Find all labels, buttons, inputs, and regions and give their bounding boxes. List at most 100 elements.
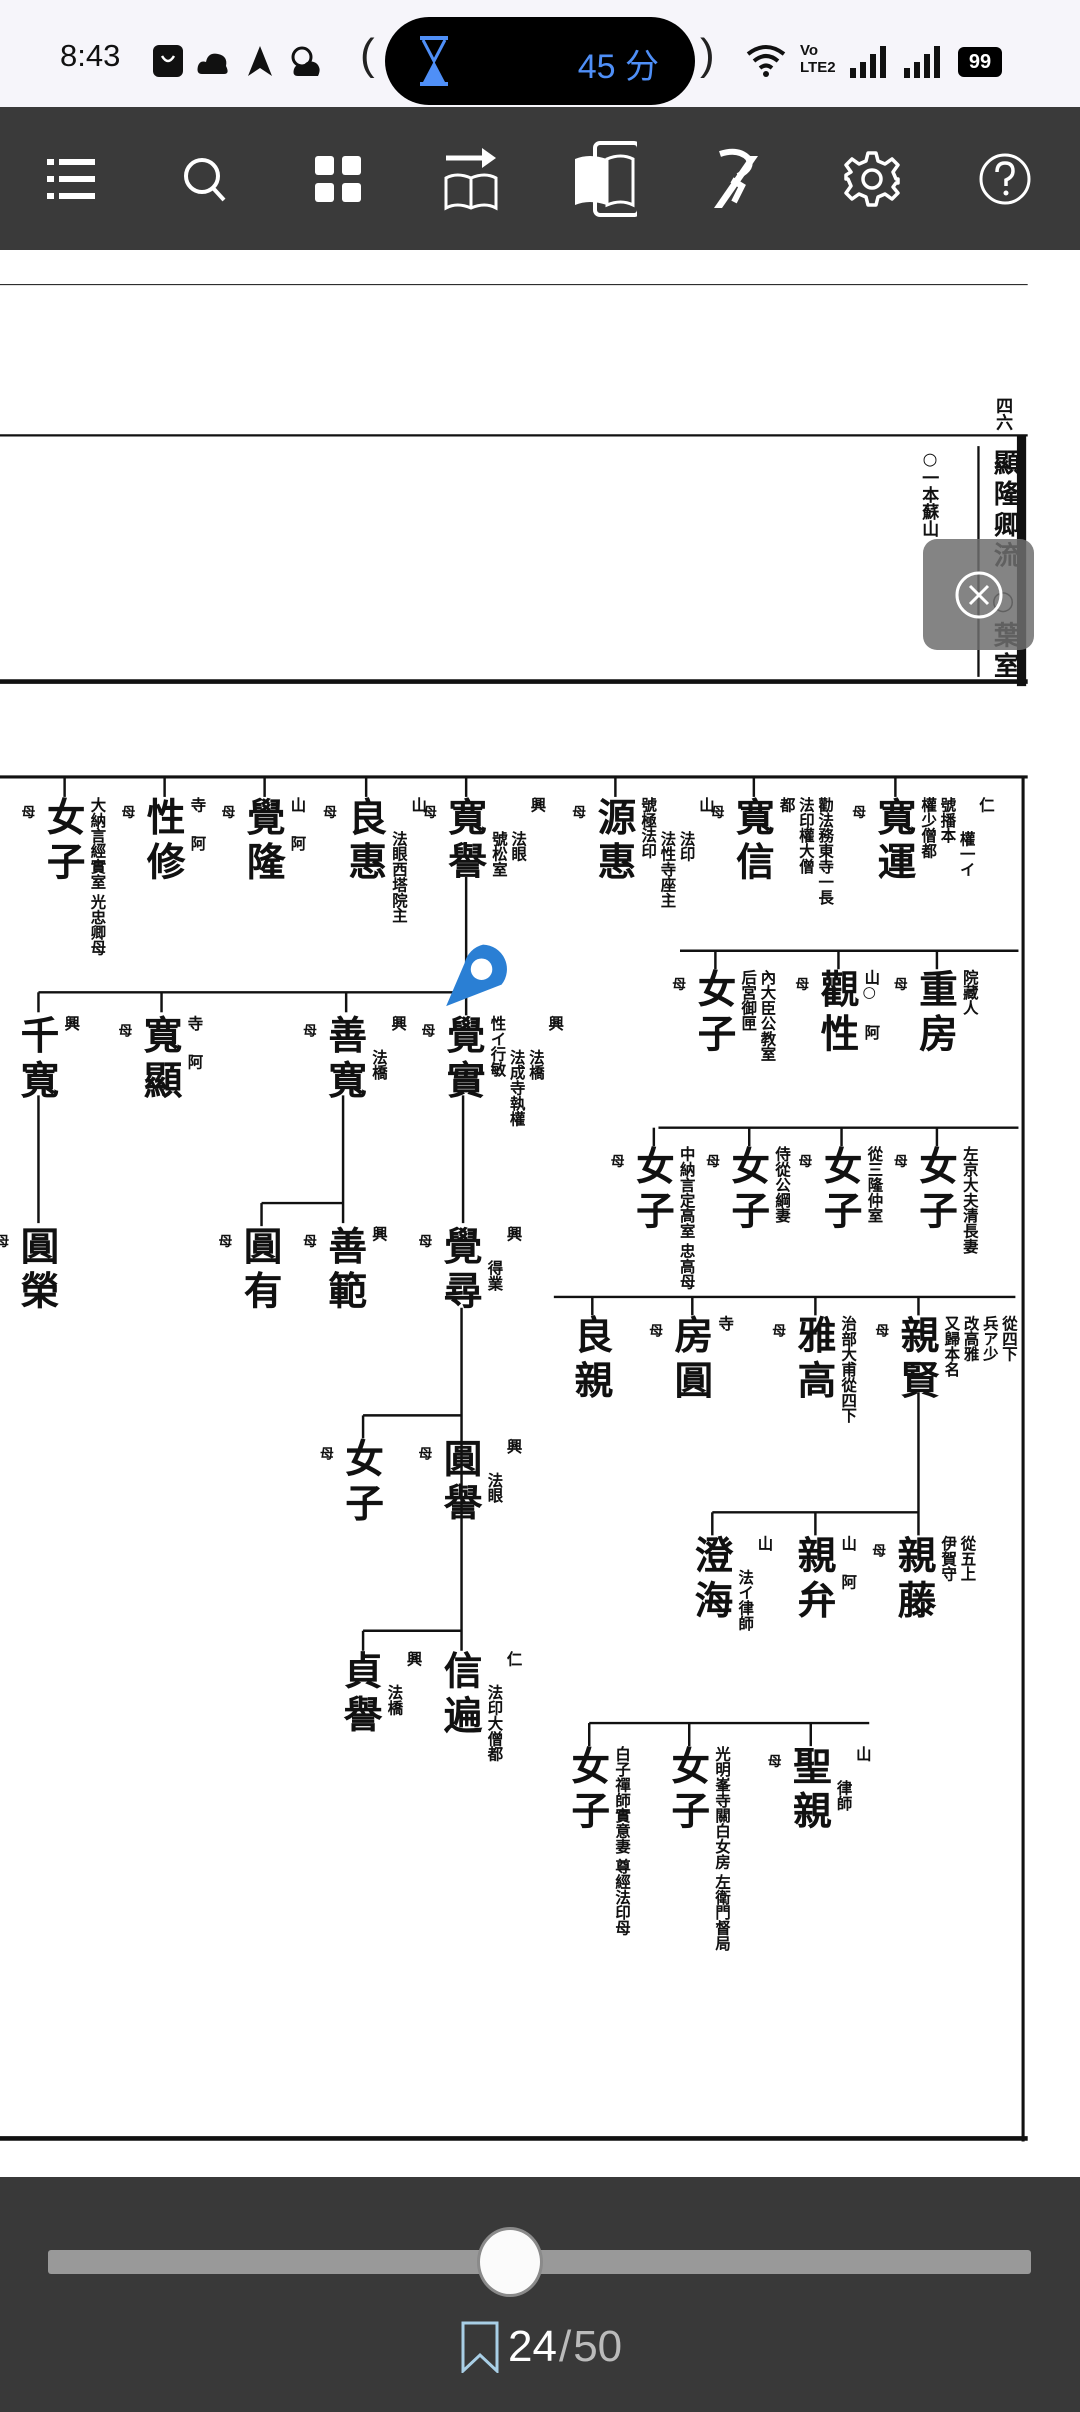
person-notes: 從五上伊賀守 <box>937 1535 974 1582</box>
person-notes: 勸法務東寺一長法印權大僧都 <box>775 796 831 905</box>
person-note: 光明峯寺關白女房 <box>711 1746 729 1870</box>
person-note: 法イ律師 <box>734 1569 752 1631</box>
person-name: 女子 <box>41 796 87 887</box>
person-note: 從五上 <box>956 1535 974 1582</box>
person-name: 寬信 <box>730 796 776 887</box>
scanned-page: 四六 顯隆卿流 ○葉室 ○一本蘇山 母女子大納言經實室光忠卿母母性修寺阿母覺隆山… <box>0 250 1080 2177</box>
person-name: 覺隆 <box>241 796 287 887</box>
person-name: 親賢 <box>895 1315 940 1405</box>
person-note: 興 <box>503 1226 520 1242</box>
reading-mode-button[interactable] <box>573 141 637 217</box>
timer-pill[interactable]: 45 分 <box>385 17 695 105</box>
person-note: 法橋 <box>368 1049 386 1080</box>
person-note: 山 <box>753 1535 771 1551</box>
person-name: 覺尋 <box>438 1226 484 1316</box>
person-node: 女子光明峯寺關白女房左衛門督局 <box>666 1746 728 1951</box>
thumbnails-button[interactable] <box>306 147 370 211</box>
person-name: 圓譽 <box>438 1438 484 1528</box>
person-node: 千寬興 <box>15 1015 77 1104</box>
person-notes: 寺阿 <box>186 797 204 851</box>
person-notes: 興法橋法成寺執權性イ行敏 <box>486 1015 562 1126</box>
person-note: 改高雅 <box>959 1315 977 1362</box>
mother-mark: 母 <box>767 1755 782 1771</box>
lte-label: LTE2 <box>800 59 836 76</box>
page-separator: / <box>558 2322 572 2371</box>
go-to-page-button[interactable] <box>440 147 504 211</box>
close-circle-icon <box>955 571 1002 618</box>
reader-toolbar <box>0 107 1080 250</box>
settings-button[interactable] <box>840 147 904 211</box>
person-notes: 山法眼西塔院主 <box>388 797 424 923</box>
table-of-contents-button[interactable] <box>40 147 104 211</box>
person-note: 左衛門督局 <box>711 1873 729 1951</box>
annotation-toggle-button[interactable] <box>706 147 770 211</box>
person-node: 母女子中納言定高室忠高母 <box>611 1146 693 1289</box>
person-note: 法橋 <box>525 1049 543 1080</box>
bookmark-icon[interactable] <box>460 2321 500 2373</box>
person-notes: 光明峯寺關白女房左衛門督局 <box>711 1746 729 1951</box>
person-note: 從三隆仲室 <box>863 1146 881 1224</box>
page-navigation-bar: 24/50 <box>0 2177 1080 2412</box>
person-notes: 興 <box>368 1226 385 1241</box>
list-icon <box>47 159 95 199</box>
person-note: 又歸本名 <box>940 1315 958 1377</box>
mother-mark: 母 <box>118 1024 133 1040</box>
person-name: 女子 <box>666 1746 711 1836</box>
page-slider-thumb[interactable] <box>477 2227 543 2297</box>
pill-bracket-right: ) <box>700 30 715 79</box>
mother-mark: 母 <box>423 806 437 822</box>
person-name: 女子 <box>339 1438 385 1528</box>
person-note: 仁 <box>975 796 993 813</box>
person-note: 從四下 <box>998 1315 1016 1362</box>
person-name: 寬運 <box>872 796 917 887</box>
book-arrow-icon <box>444 148 498 211</box>
mother-mark: 母 <box>303 1024 317 1040</box>
mother-mark: 母 <box>772 1324 787 1340</box>
person-node: 母寬顯寺阿 <box>118 1015 200 1104</box>
person-node: 母圓譽興法眼 <box>418 1438 520 1528</box>
mother-mark: 母 <box>610 1155 625 1171</box>
person-node: 良親 <box>569 1315 614 1404</box>
signal-icon <box>850 46 886 78</box>
person-note: 興 <box>503 1438 520 1454</box>
mother-mark: 母 <box>418 1447 433 1464</box>
person-note: 法印權大僧 <box>795 796 813 874</box>
person-node: 母覺尋興得業 <box>418 1226 520 1316</box>
header-note: ○一本蘇山 <box>919 449 940 537</box>
person-node: 母寬信勸法務東寺一長法印權大僧都 <box>711 796 832 905</box>
person-notes: 興法眼 <box>483 1438 520 1503</box>
person-node: 女子白子禪師實意妻尊經法印母 <box>566 1746 628 1935</box>
person-note: 治部大甫從四下 <box>837 1315 855 1424</box>
document-viewer[interactable]: 四六 顯隆卿流 ○葉室 ○一本蘇山 母女子大納言經實室光忠卿母母性修寺阿母覺隆山… <box>0 250 1080 2177</box>
close-overlay-button[interactable] <box>923 539 1034 650</box>
mother-mark: 母 <box>421 1024 436 1040</box>
person-note: 內大臣公教室 <box>756 969 774 1062</box>
person-note: 權一イ <box>956 830 974 877</box>
person-notes: 寺 <box>714 1315 732 1330</box>
person-node: 母女子左京大夫清長妻 <box>894 1146 976 1254</box>
person-note: 伊賀守 <box>937 1535 955 1582</box>
person-notes: 興得業 <box>483 1226 520 1291</box>
search-button[interactable] <box>173 147 237 211</box>
help-button[interactable] <box>973 147 1037 211</box>
mother-mark: 母 <box>706 1155 721 1171</box>
person-node: 母親賢從四下兵ア少改高雅又歸本名 <box>875 1315 1015 1405</box>
person-notes: 山法印法性寺座主號極法印 <box>637 797 713 908</box>
person-node: 母房圓寺 <box>649 1315 731 1405</box>
mother-mark: 母 <box>798 1155 813 1171</box>
person-notes: 山阿 <box>837 1535 855 1589</box>
person-notes: 仁法印大僧都 <box>483 1651 520 1762</box>
gear-icon <box>844 151 900 207</box>
person-name: 善範 <box>323 1226 368 1316</box>
clock: 8:43 <box>60 38 121 73</box>
person-node: 母性修寺阿 <box>122 797 204 886</box>
person-note: 興 <box>60 1015 78 1031</box>
person-name: 良惠 <box>343 796 388 887</box>
person-note: 后宮御匣 <box>737 969 755 1031</box>
book-page-icon <box>575 141 637 217</box>
mother-mark: 母 <box>672 978 687 994</box>
person-name: 房圓 <box>669 1315 714 1405</box>
person-node: 母女子內大臣公教室后宮御匣 <box>672 969 774 1061</box>
location-pin-icon[interactable] <box>443 942 511 1013</box>
